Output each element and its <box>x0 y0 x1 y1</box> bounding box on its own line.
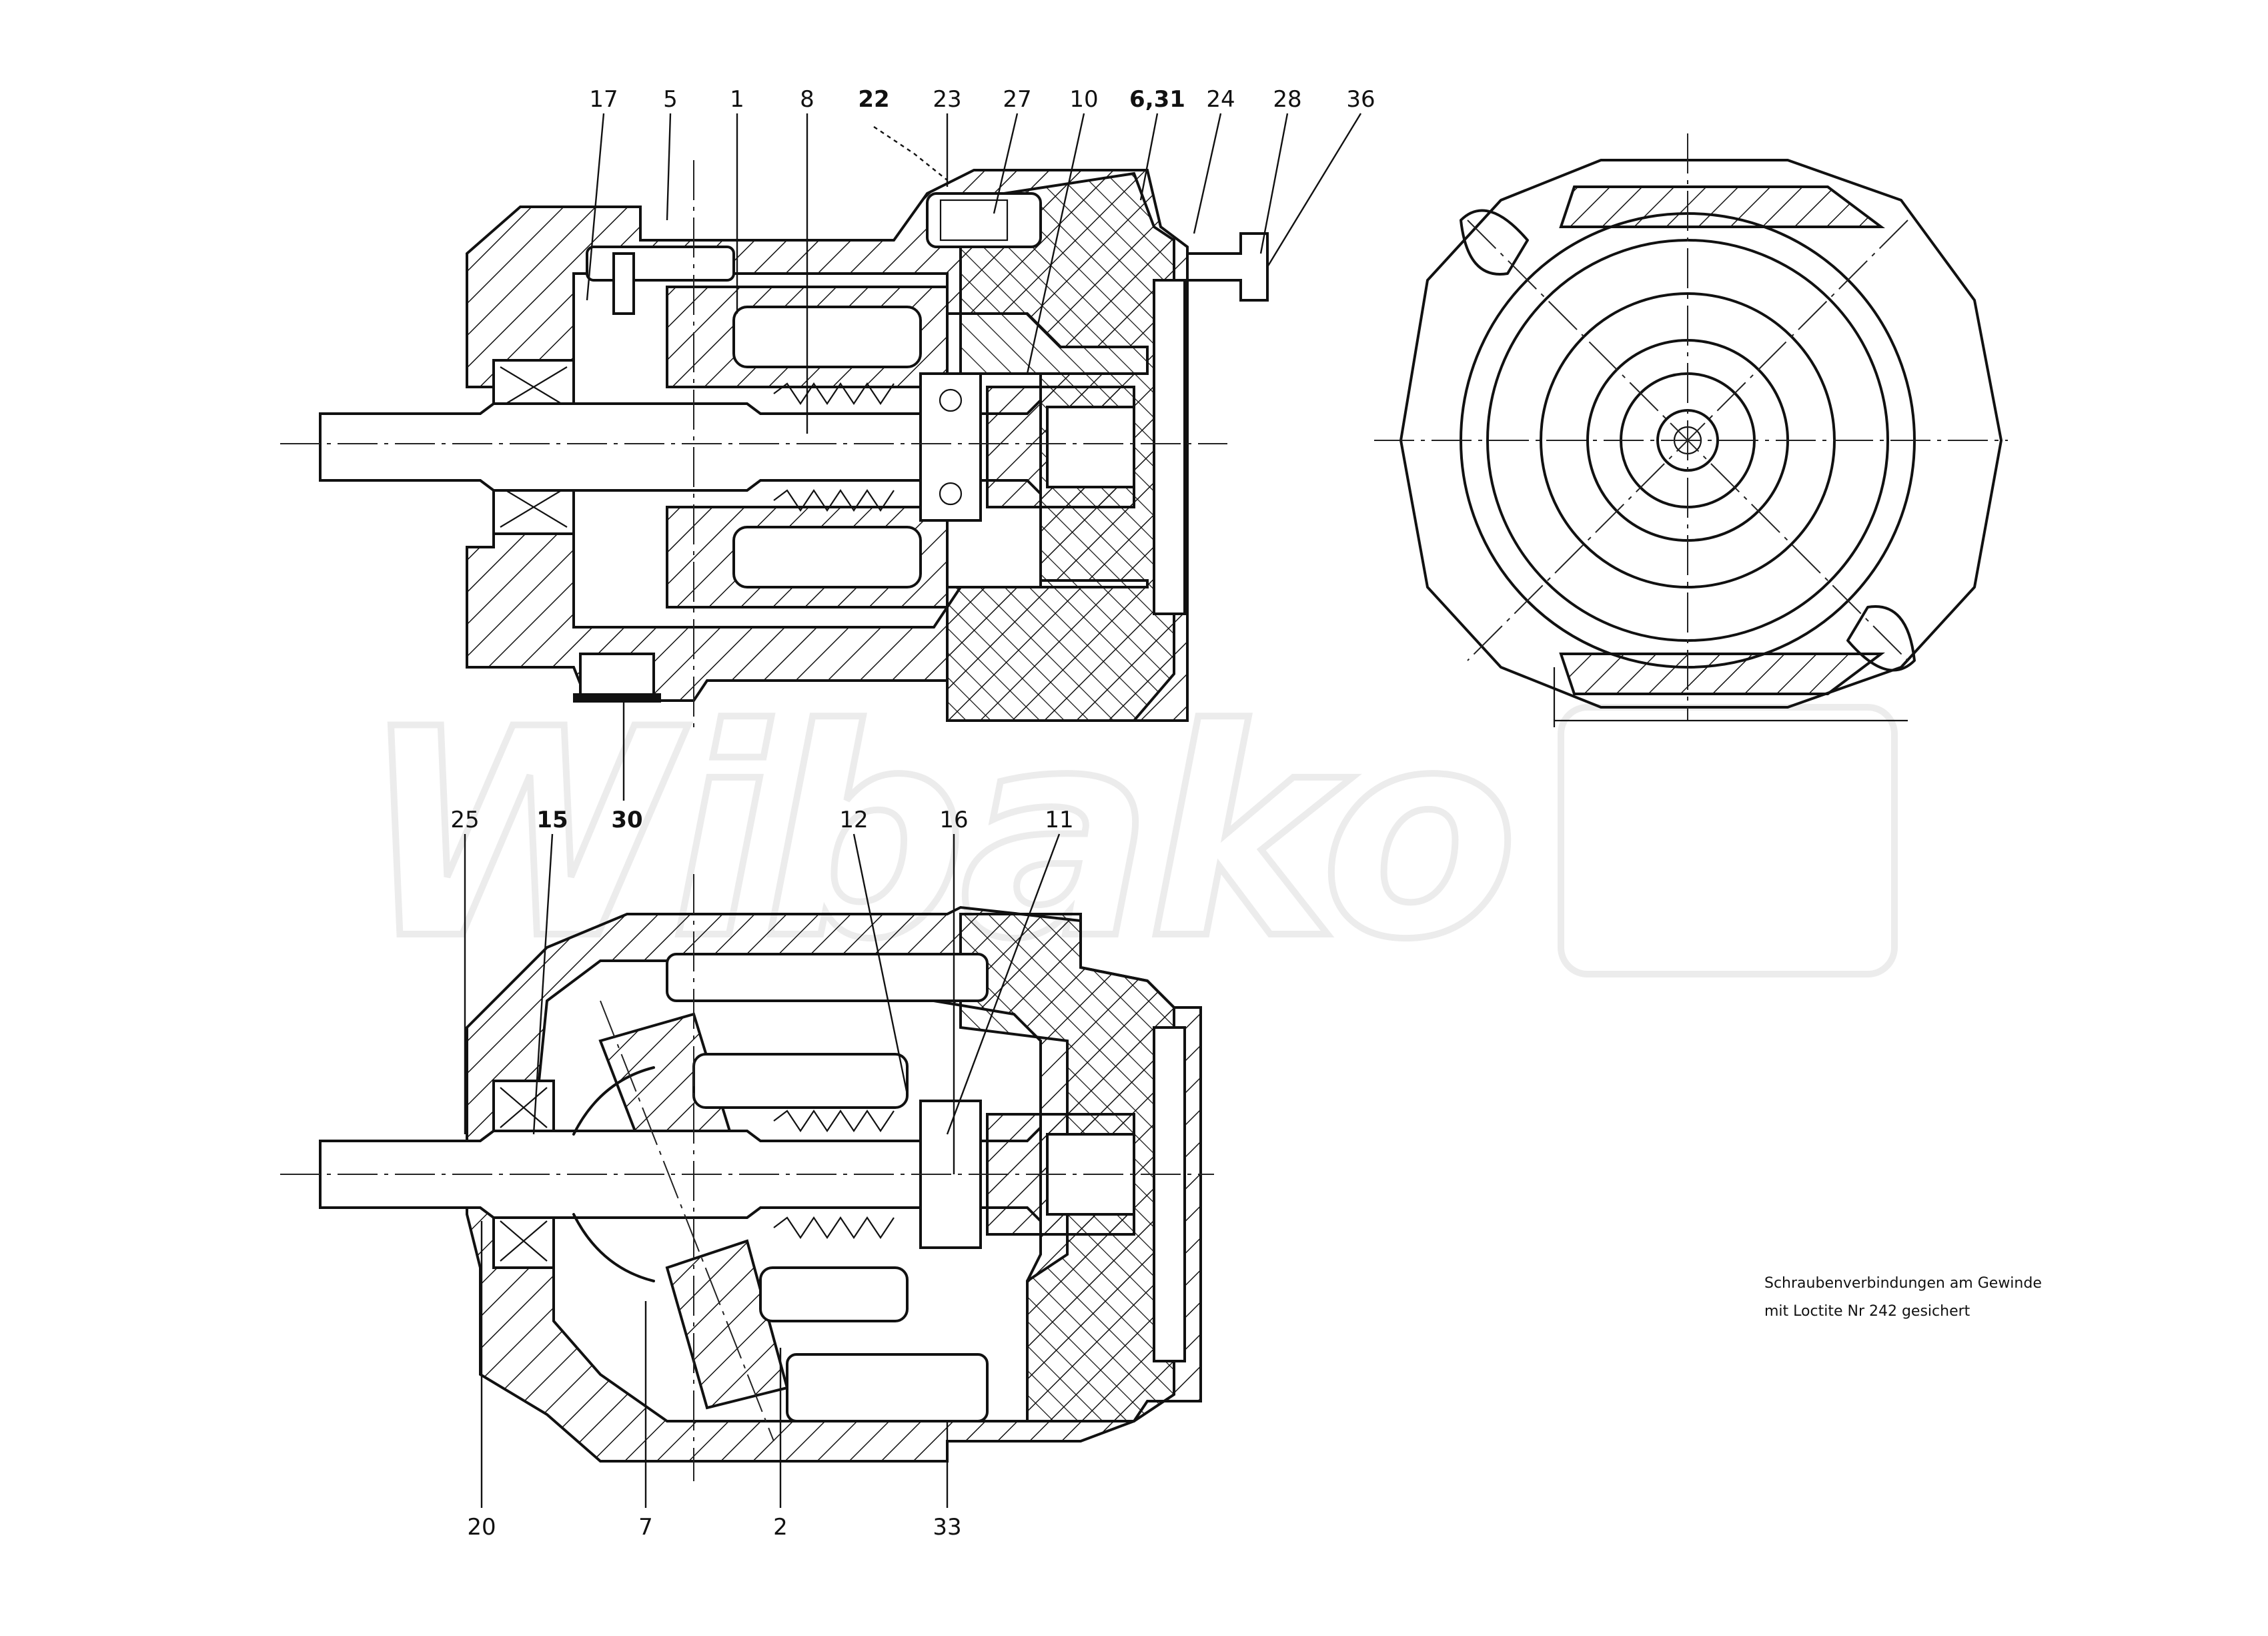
note-line-2: mit Loctite Nr 242 gesichert <box>1764 1303 1970 1320</box>
callout-6-31: 6,31 <box>1129 86 1185 113</box>
callout-1: 1 <box>730 86 744 113</box>
callout-22: 22 <box>858 86 889 113</box>
callout-5: 5 <box>663 86 678 113</box>
callout-11: 11 <box>1045 807 1073 833</box>
assembly-note: Schraubenverbindungen am Gewinde mit Loc… <box>1764 1275 2042 1320</box>
callout-17: 17 <box>589 86 618 113</box>
callout-labels: 17 5 1 8 22 23 27 10 6,31 24 28 36 30 25… <box>450 86 1375 1541</box>
callout-2: 2 <box>773 1514 788 1541</box>
callout-8: 8 <box>800 86 814 113</box>
callout-12: 12 <box>839 807 868 833</box>
callout-27: 27 <box>1003 86 1031 113</box>
callout-33: 33 <box>933 1514 961 1541</box>
callout-16: 16 <box>939 807 968 833</box>
callout-20: 20 <box>467 1514 496 1541</box>
top-section-view <box>280 160 1269 727</box>
end-view <box>1374 133 2008 727</box>
callout-25: 25 <box>450 807 479 833</box>
leader-lines <box>464 113 1362 1508</box>
callout-10: 10 <box>1069 86 1098 113</box>
callout-15: 15 <box>536 807 568 833</box>
callout-36: 36 <box>1346 86 1375 113</box>
callout-23: 23 <box>933 86 961 113</box>
callout-30: 30 <box>611 807 642 833</box>
note-line-1: Schraubenverbindungen am Gewinde <box>1764 1275 2042 1292</box>
callout-28: 28 <box>1273 86 1301 113</box>
bottom-section-view <box>280 874 1214 1481</box>
callout-7: 7 <box>638 1514 653 1541</box>
callout-24: 24 <box>1206 86 1235 113</box>
